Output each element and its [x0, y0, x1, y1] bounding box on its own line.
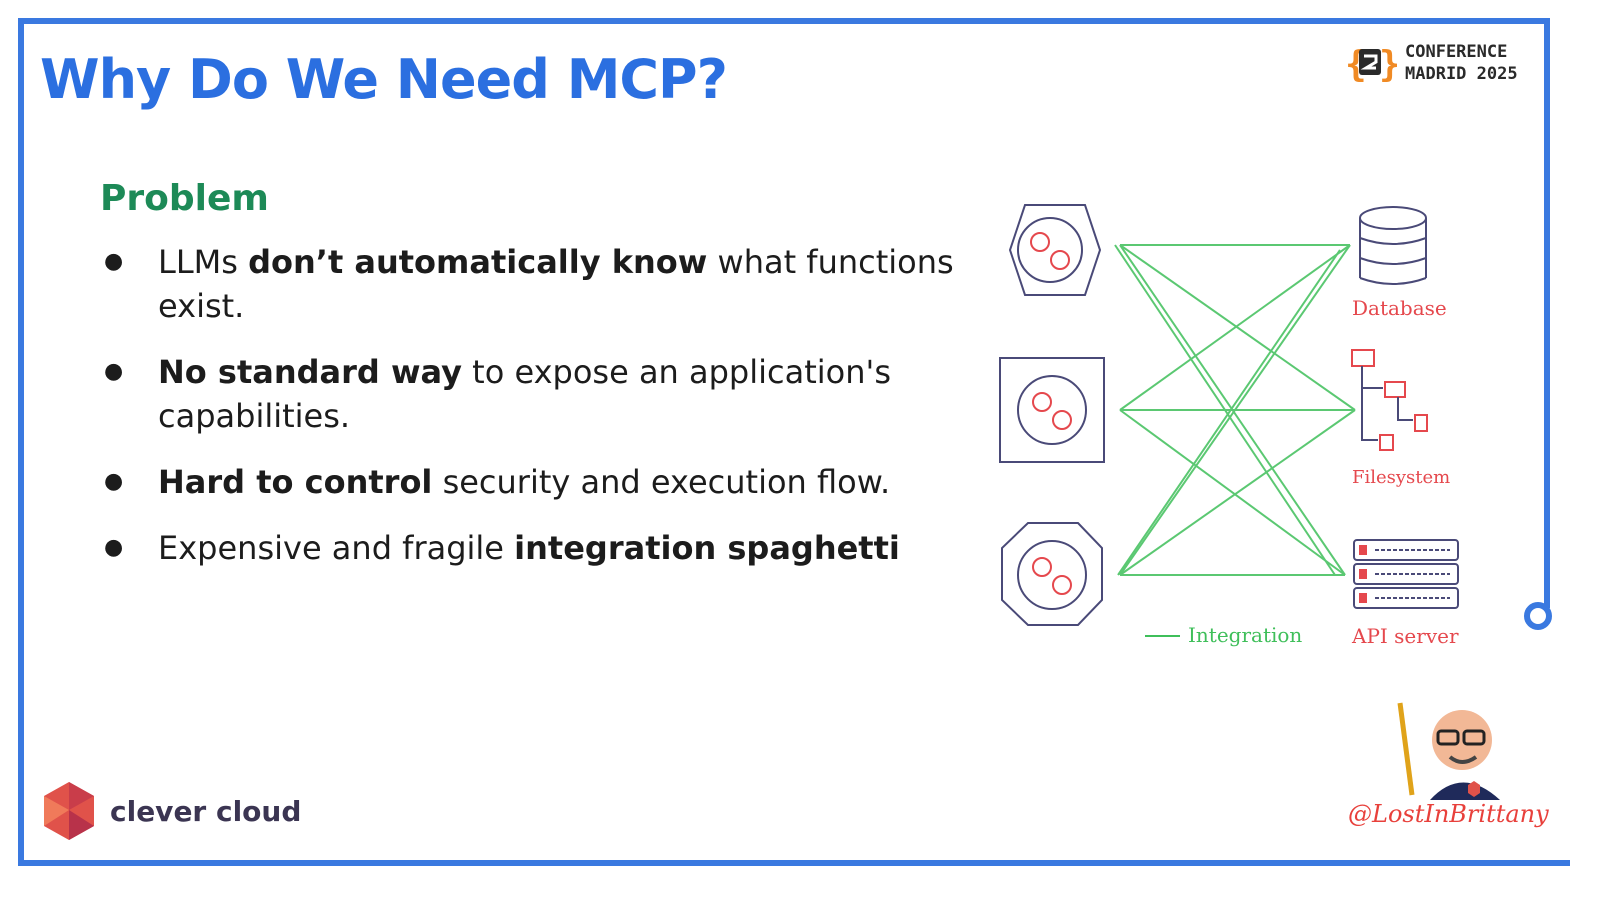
folder-tree-icon: [1351, 349, 1428, 451]
conference-logo-icon: { }: [1345, 44, 1397, 85]
database-icon: [1359, 206, 1427, 285]
bullet-emphasis: No standard way: [158, 353, 462, 391]
integration-links: [1114, 244, 1356, 576]
slide-title: Why Do We Need MCP?: [40, 48, 728, 111]
bullet-emphasis: integration spaghetti: [514, 529, 900, 567]
author-avatar: [1397, 702, 1500, 800]
api-server-leds: [1359, 545, 1367, 603]
slide-frame-bottom: [18, 860, 1570, 866]
app-node-square: [999, 357, 1105, 463]
bullet-item: Hard to control security and execution f…: [104, 460, 1004, 504]
author-handle: @LostInBrittany: [1348, 800, 1549, 828]
brand-logo: clever cloud: [40, 780, 301, 842]
app-node-hexagon: [1008, 204, 1102, 296]
bullet-item: LLMs don’t automatically know what funct…: [104, 240, 1004, 328]
slide-frame-top: [18, 18, 1550, 24]
section-heading: Problem: [100, 178, 269, 219]
folder-tree-lines: [1361, 366, 1413, 441]
bullet-emphasis: Hard to control: [158, 463, 433, 501]
slide-frame-left: [18, 18, 24, 866]
frame-knob-icon: [1524, 602, 1552, 630]
api-server-label: API server: [1351, 624, 1459, 648]
brand-name: clever cloud: [110, 794, 302, 828]
bullet-text: security and execution flow.: [432, 463, 891, 501]
bullet-text: LLMs: [158, 243, 249, 281]
filesystem-label: Filesystem: [1352, 467, 1450, 488]
conference-badge: { } CONFERENCE MADRID 2025: [1345, 40, 1518, 86]
clever-cloud-logo-icon: [44, 782, 94, 840]
bullet-item: Expensive and fragile integration spaghe…: [104, 526, 1004, 570]
legend-label: Integration: [1188, 623, 1302, 647]
conference-line-2: MADRID 2025: [1405, 64, 1518, 84]
bullet-emphasis: don’t automatically know: [248, 243, 708, 281]
database-label: Database: [1352, 296, 1447, 320]
bullet-item: No standard way to expose an application…: [104, 350, 918, 438]
bullet-text: to expose an application's capabilities.: [158, 353, 891, 435]
svg-text:}: }: [1379, 44, 1397, 85]
app-node-octagon: [1001, 522, 1103, 626]
bullet-text: what functions exist.: [158, 243, 954, 325]
integration-diagram: Database Filesystem API server Integrati…: [999, 204, 1459, 648]
bullet-text: Expensive and fragile: [158, 529, 515, 567]
conference-line-1: CONFERENCE: [1405, 42, 1508, 62]
api-server-icon: [1353, 539, 1459, 609]
bullet-list: LLMs don’t automatically know what funct…: [104, 240, 1004, 592]
slide-frame-right: [1544, 18, 1550, 608]
